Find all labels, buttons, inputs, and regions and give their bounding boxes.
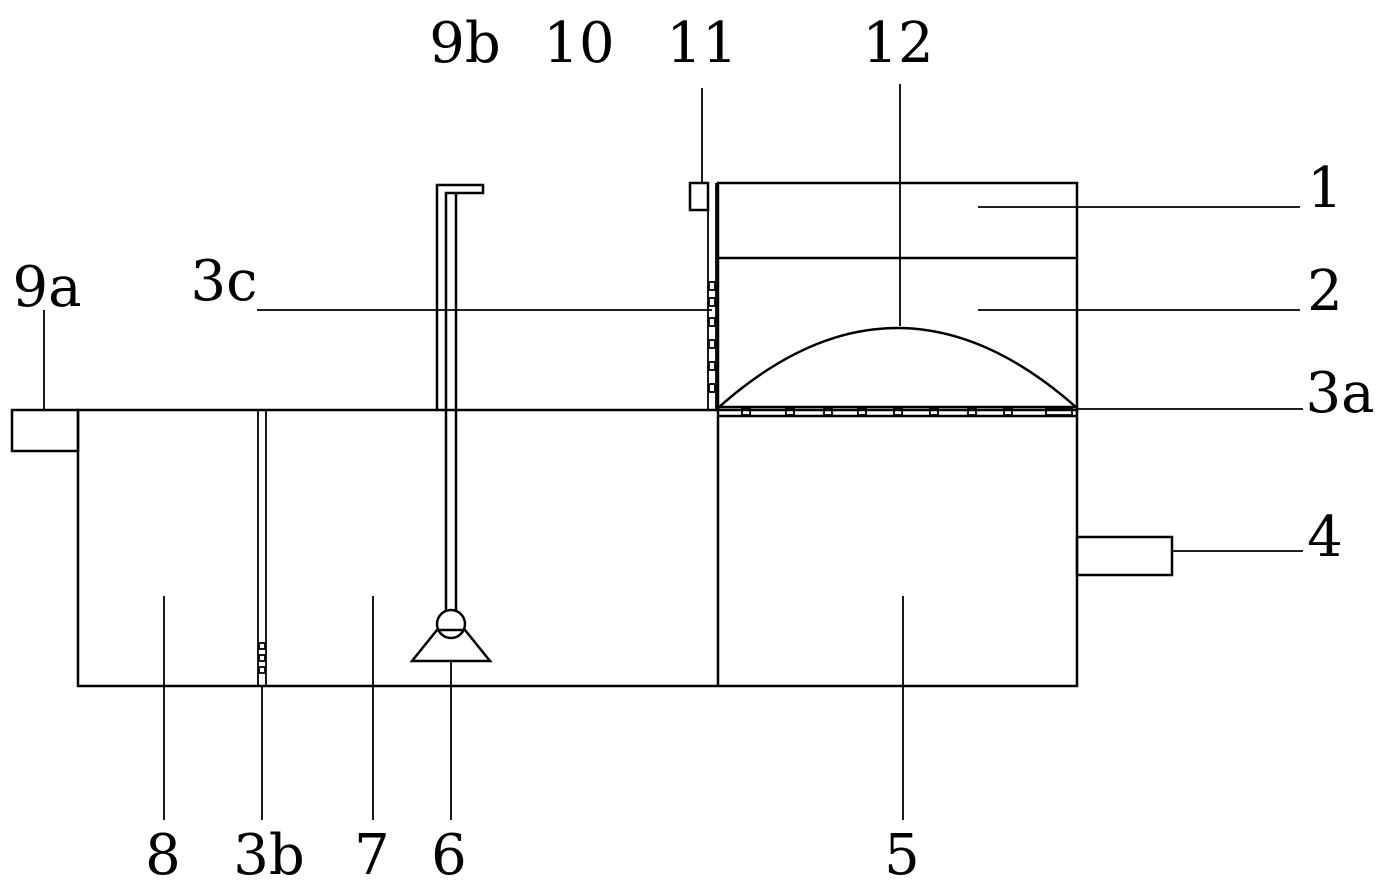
aerator-ball [435, 608, 467, 640]
dome-12 [717, 326, 1078, 409]
label-12: 12 [862, 11, 933, 76]
perforated-plate-3c-holes [708, 281, 716, 393]
pipe-9b [435, 183, 485, 610]
label-7: 7 [354, 823, 390, 888]
label-2: 2 [1307, 259, 1343, 324]
label-11: 11 [666, 11, 737, 76]
label-6: 6 [431, 823, 467, 888]
leader-lines [43, 84, 1303, 820]
upper-box-outline [716, 181, 1079, 410]
inlet-pipe-9a [10, 408, 80, 453]
outlet-pipe-4 [1075, 535, 1174, 577]
label-3a: 3a [1305, 361, 1374, 426]
perforated-plate-3a-holes [741, 407, 1073, 416]
aerator-cone [409, 628, 493, 663]
label-8: 8 [145, 823, 181, 888]
label-1: 1 [1307, 156, 1343, 221]
label-3c: 3c [191, 249, 258, 314]
label-5: 5 [884, 823, 920, 888]
label-9b: 9b [429, 11, 500, 76]
label-4: 4 [1307, 505, 1343, 570]
lower-tank-outline [76, 408, 1079, 688]
small-box-11 [688, 181, 710, 212]
label-10: 10 [543, 11, 614, 76]
perforated-plate-3b-holes [258, 642, 266, 674]
label-9a: 9a [12, 255, 81, 320]
label-3b: 3b [233, 823, 304, 888]
